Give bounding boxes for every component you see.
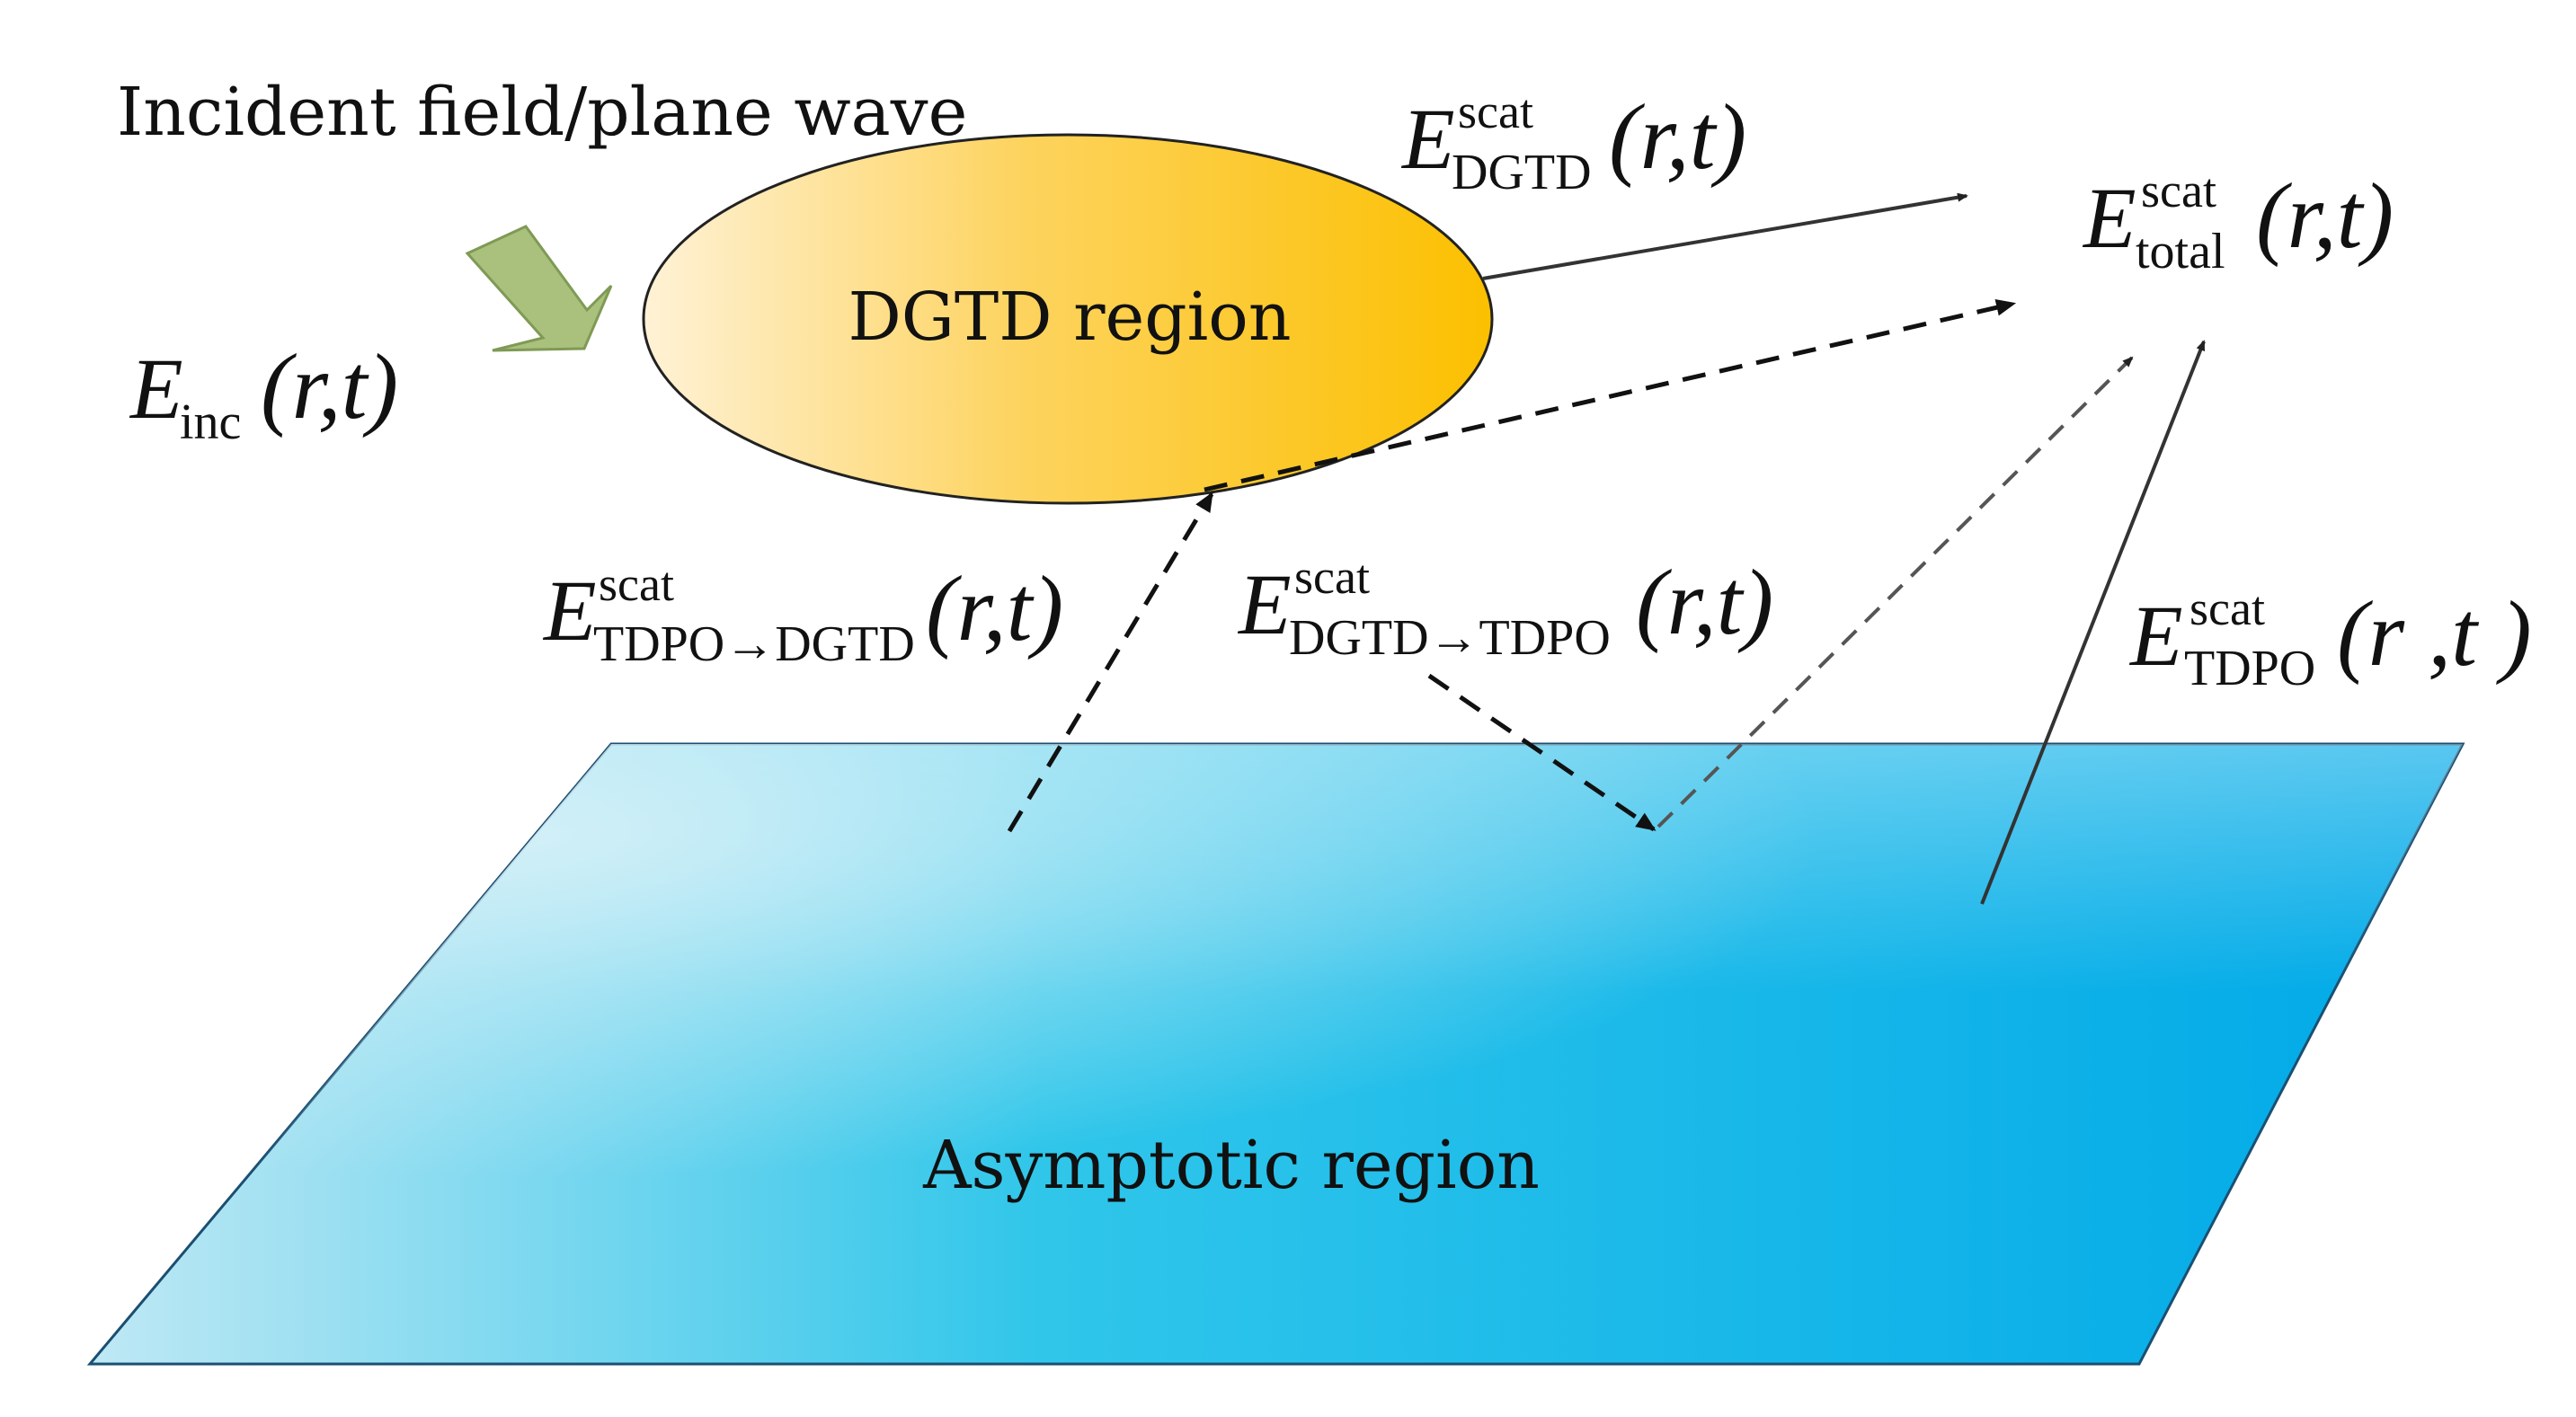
dgtd-scat-arrow — [1482, 192, 1968, 280]
asymptotic-region-plane — [86, 742, 2465, 1366]
svg-text:total: total — [2136, 224, 2225, 279]
svg-text:E: E — [1400, 91, 1455, 187]
incident-field-label: Incident field/plane wave — [117, 74, 967, 151]
svg-text:scat: scat — [1458, 84, 1533, 138]
e-tdpo-to-dgtd-scat-label: E scat TDPO→DGTD (r,t) — [542, 557, 1063, 672]
svg-text:E: E — [129, 341, 183, 437]
svg-text:scat: scat — [2190, 581, 2265, 635]
svg-text:E: E — [2082, 170, 2136, 266]
dgtd-region-label: DGTD region — [848, 279, 1291, 356]
e-total-scat-label: E scat total (r,t) — [2082, 164, 2394, 279]
svg-text:scat: scat — [599, 557, 674, 611]
svg-text:(r ,t ): (r ,t ) — [2337, 582, 2532, 686]
e-inc-field-label: E inc (r,t) — [129, 335, 398, 450]
dgtd-region-ellipse — [642, 133, 1494, 505]
svg-text:E: E — [2128, 588, 2183, 684]
asymptotic-region-label: Asymptotic region — [922, 1127, 1540, 1204]
svg-text:(r,t): (r,t) — [1609, 85, 1746, 189]
svg-text:TDPO: TDPO — [2184, 641, 2315, 696]
e-dgtd-scat-label: E scat DGTD (r,t) — [1400, 84, 1746, 200]
tdpo-scat-arrow — [1980, 340, 2206, 905]
dgtd-to-total-dashed-arrow — [1204, 299, 2017, 492]
svg-text:(r,t): (r,t) — [1636, 551, 1773, 654]
svg-text:E: E — [542, 562, 597, 659]
svg-text:scat: scat — [1294, 550, 1370, 604]
e-dgtd-to-tdpo-scat-label: E scat DGTD→TDPO (r,t) — [1237, 550, 1773, 666]
tdpo-to-dgtd-dashed-arrow — [1007, 492, 1214, 833]
svg-text:E: E — [1237, 556, 1292, 652]
block-arrow-down-right-icon — [465, 225, 613, 352]
svg-text:DGTD→TDPO: DGTD→TDPO — [1289, 610, 1611, 666]
svg-text:(r,t): (r,t) — [2256, 164, 2394, 268]
svg-text:(r,t): (r,t) — [926, 557, 1063, 660]
svg-text:(r,t): (r,t) — [261, 335, 398, 438]
dgtd-to-tdpo-dashed-arrow — [1427, 673, 1657, 832]
svg-text:scat: scat — [2141, 164, 2216, 217]
e-tdpo-scat-label: E scat TDPO (r ,t ) — [2128, 581, 2532, 696]
svg-text:TDPO→DGTD: TDPO→DGTD — [593, 616, 915, 672]
svg-text:inc: inc — [180, 394, 241, 450]
svg-text:DGTD: DGTD — [1452, 145, 1592, 200]
tdpo-reflect-to-total-dashed-arrow — [1657, 356, 2134, 828]
